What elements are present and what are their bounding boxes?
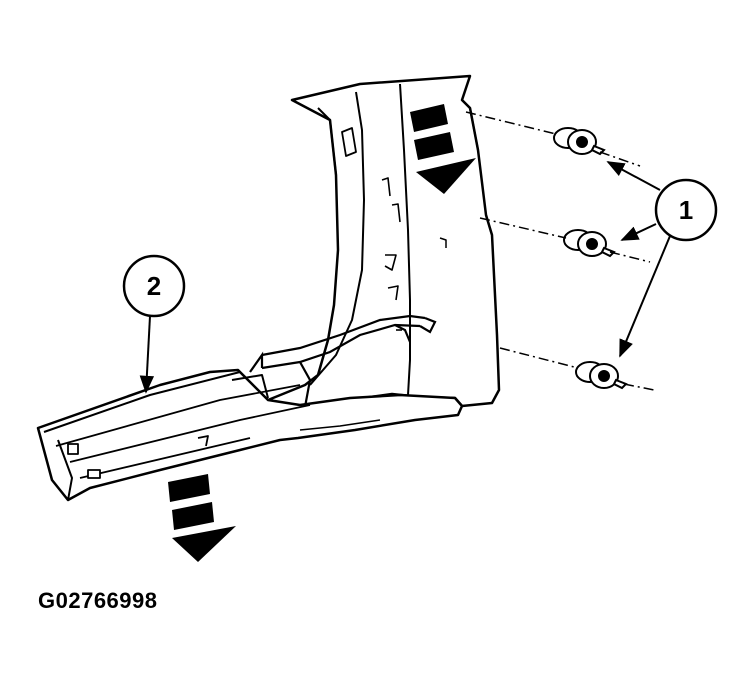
callout-2-leader	[139, 315, 155, 394]
figure-id: G02766998	[38, 588, 158, 613]
callout-1-number: 1	[679, 195, 693, 225]
callout-2: 2	[122, 254, 186, 318]
clip-middle	[563, 229, 616, 258]
callout-1-leaders	[606, 161, 671, 358]
clip-bottom	[575, 361, 628, 390]
wiring-harness	[249, 314, 437, 408]
clip-top	[553, 127, 606, 156]
sill-scuff-plate	[36, 368, 464, 502]
pull-direction-arrow-sill	[168, 474, 236, 562]
callout-2-number: 2	[147, 271, 161, 301]
pillar-trim-panel	[266, 74, 501, 414]
callout-1: 1	[654, 178, 718, 242]
clip-alignment-lines	[465, 111, 655, 391]
pull-direction-arrow-pillar	[410, 104, 476, 194]
